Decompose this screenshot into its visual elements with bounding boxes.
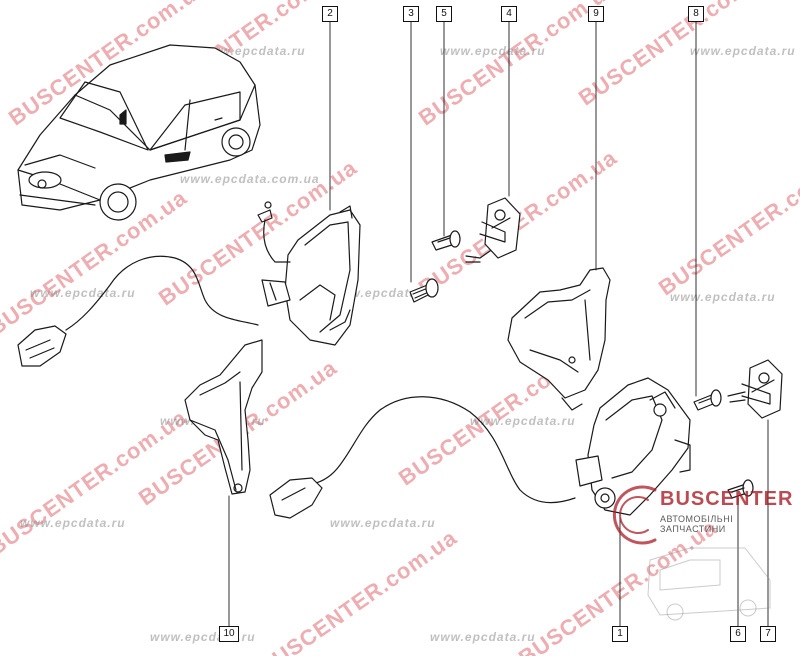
right-door-lock <box>575 377 691 516</box>
callout-2[interactable]: 2 <box>322 6 338 22</box>
left-door-lock <box>257 201 361 346</box>
callout-5[interactable]: 5 <box>436 6 452 22</box>
callout-4[interactable]: 4 <box>501 6 517 22</box>
buscenter-logo-emblem <box>612 485 657 545</box>
left-lock-bracket <box>184 339 263 495</box>
right-striker-screw <box>693 389 746 411</box>
callout-10[interactable]: 10 <box>219 626 239 642</box>
car-illustration <box>17 44 261 221</box>
minibus-watermark-image <box>647 547 771 621</box>
lock-bolt <box>409 278 439 303</box>
logo-title: BUSCENTER <box>660 488 794 510</box>
right-lock-cable <box>269 396 576 519</box>
striker-screw <box>431 230 501 263</box>
right-door-striker <box>741 359 783 419</box>
left-door-striker <box>479 197 521 259</box>
lock-fixing-bolt <box>727 479 754 499</box>
callout-8[interactable]: 8 <box>688 6 704 22</box>
callout-9[interactable]: 9 <box>588 6 604 22</box>
logo-subtitle: АВТОМОБІЛЬНІ ЗАПЧАСТИНИ <box>660 514 734 534</box>
callout-1[interactable]: 1 <box>612 626 628 642</box>
left-lock-cable <box>17 255 259 367</box>
callout-3[interactable]: 3 <box>403 6 419 22</box>
callout-7[interactable]: 7 <box>760 626 776 642</box>
callout-6[interactable]: 6 <box>730 626 746 642</box>
leader-lines <box>228 21 769 629</box>
right-lock-cover <box>507 267 611 411</box>
